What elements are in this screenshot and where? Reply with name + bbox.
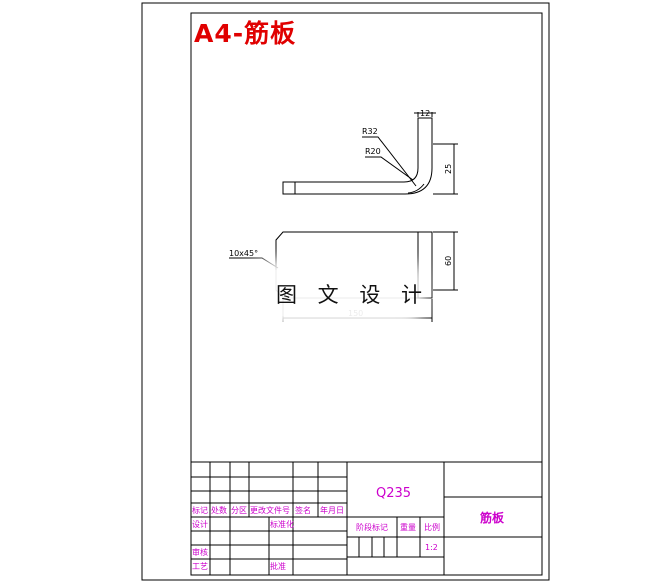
material-value: Q235 (376, 486, 411, 501)
title-block (191, 461, 542, 575)
title-block-labels: 标记 处数 分区 更改文件号 签名 年月日 设计 标准化 审核 工艺 批准 阶段… (192, 505, 440, 571)
label-design: 设计 (192, 519, 208, 529)
label-stage-mark: 阶段标记 (356, 522, 388, 532)
dim-height-small: 25 (444, 164, 453, 174)
dim-outer-radius: R32 (362, 127, 378, 136)
label-mark: 标记 (192, 505, 208, 515)
label-signature: 签名 (295, 505, 311, 515)
label-date: 年月日 (320, 505, 344, 515)
label-zone: 分区 (231, 506, 247, 515)
dim-top-width: 12 (420, 109, 430, 118)
part-name: 筋板 (479, 510, 505, 525)
inner-frame (190, 12, 543, 576)
drawing-title: A4-筋板 (194, 19, 297, 48)
watermark-backdrop (258, 270, 414, 316)
label-review: 审核 (192, 547, 208, 557)
scale-value: 1:2 (425, 543, 438, 552)
label-process: 工艺 (192, 562, 208, 571)
label-standardize: 标准化 (270, 519, 294, 529)
label-scale: 比例 (424, 522, 440, 532)
dim-height-large: 60 (444, 256, 453, 266)
label-weight: 重量 (400, 522, 416, 532)
front-view (282, 112, 458, 195)
label-approve: 批准 (270, 561, 286, 571)
outer-frame (141, 2, 550, 581)
dim-chamfer: 10x45° (229, 249, 258, 258)
watermark-text: 图 文 设 计 (276, 283, 430, 307)
label-count: 处数 (211, 505, 227, 515)
dim-inner-radius: R20 (365, 147, 381, 156)
label-change-doc: 更改文件号 (250, 505, 290, 515)
